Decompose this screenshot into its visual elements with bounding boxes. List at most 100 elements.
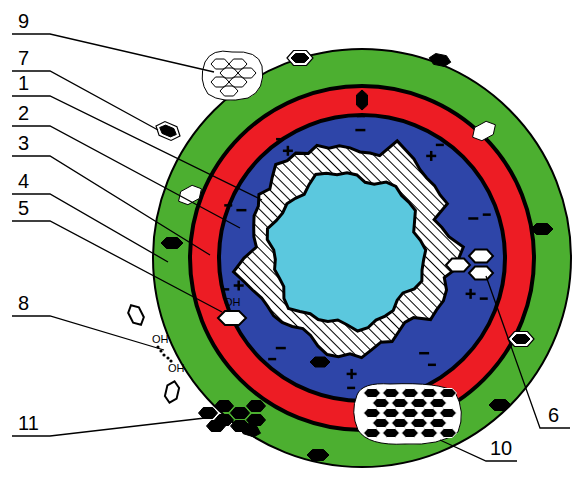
black-hexagon <box>383 429 400 438</box>
callout-number: 10 <box>490 438 512 458</box>
black-hexagon <box>421 409 438 418</box>
charge-mark <box>419 352 429 355</box>
middle-layer <box>190 86 534 430</box>
black-hexagon <box>402 429 419 438</box>
black-hexagon <box>364 389 381 398</box>
hexagon-frame <box>508 332 534 347</box>
black-hexagon <box>383 389 400 398</box>
black-hexagon <box>440 429 457 438</box>
hydroxyl-label: OH <box>224 297 241 308</box>
black-hexagon <box>357 90 368 110</box>
white-hexagon <box>218 311 246 325</box>
bond-dot <box>162 353 165 356</box>
white-hexagon <box>128 305 144 325</box>
hexagon-particles <box>128 51 553 461</box>
black-hexagon <box>215 401 234 412</box>
black-hexagon <box>430 419 447 428</box>
black-hexagon <box>421 429 438 438</box>
charge-mark <box>355 129 365 132</box>
black-hexagon <box>291 54 309 63</box>
charge-mark <box>221 288 229 291</box>
black-hexagon <box>207 421 226 432</box>
charge-mark <box>480 297 488 300</box>
white-hexagon <box>165 381 179 402</box>
callout-number: 8 <box>18 293 29 313</box>
charge-mark <box>237 281 240 291</box>
hatched-layer <box>234 141 464 358</box>
callout-number: 2 <box>18 103 29 123</box>
outer-layer <box>153 49 571 467</box>
black-hexagon <box>392 419 409 428</box>
charge-mark <box>276 347 286 350</box>
black-hexagon <box>373 399 390 408</box>
charge-mark <box>430 151 433 161</box>
charge-mark <box>276 138 284 141</box>
charge-mark <box>268 358 276 361</box>
callout-number: 7 <box>18 48 29 68</box>
callout-number: 11 <box>18 413 39 433</box>
black-hexagon <box>512 335 530 344</box>
charge-mark <box>483 213 491 216</box>
white-hexagon <box>473 121 496 140</box>
black-hexagon <box>247 415 266 426</box>
black-hexagon <box>373 419 390 428</box>
callout-number: 6 <box>548 405 559 425</box>
black-hexagon <box>430 399 447 408</box>
black-hexagon <box>307 450 329 461</box>
black-hexagon <box>160 125 177 137</box>
white-hexagon <box>469 250 493 263</box>
callout-number: 9 <box>18 11 29 31</box>
hexagon-outline <box>220 86 238 96</box>
callout-number: 3 <box>18 133 29 153</box>
black-hexagon <box>440 389 457 398</box>
black-hexagon <box>411 419 428 428</box>
black-hexagon <box>161 238 183 249</box>
black-hexagon <box>364 429 381 438</box>
black-hexagon <box>247 401 266 412</box>
callout-number: 4 <box>18 171 29 191</box>
black-hexagon <box>364 409 381 418</box>
black-hexagon <box>231 421 250 432</box>
white-hexagon <box>469 267 493 280</box>
callout-number: 1 <box>18 73 29 93</box>
leader-lines <box>12 34 570 461</box>
black-hexagon <box>310 357 330 367</box>
white-hexagon <box>446 259 470 272</box>
hydroxyl-label: OH <box>168 363 185 374</box>
hexagon-frame <box>287 51 313 66</box>
black-hexagon <box>231 408 250 419</box>
callout-number: 5 <box>18 198 29 218</box>
black-hexagon <box>411 399 428 408</box>
charge-mark <box>224 204 232 207</box>
charge-mark <box>469 289 472 299</box>
charge-mark <box>236 209 246 212</box>
charge-mark <box>357 115 365 118</box>
black-hexagon <box>489 400 511 411</box>
black-hexagon <box>421 389 438 398</box>
black-hexagon <box>383 409 400 418</box>
charge-mark <box>287 146 290 156</box>
black-hexagon <box>402 389 419 398</box>
black-hexagon <box>531 224 553 235</box>
charge-mark <box>350 369 353 379</box>
cluster-patch <box>354 384 462 445</box>
cluster-patch <box>202 51 263 100</box>
charge-mark <box>468 217 478 220</box>
charge-mark <box>428 364 436 367</box>
black-hexagon <box>392 399 409 408</box>
charge-marks <box>221 116 491 388</box>
charge-mark <box>436 144 444 147</box>
core-group <box>234 141 464 358</box>
hydroxyl-label: OH <box>152 334 169 345</box>
black-hexagon <box>440 409 457 418</box>
black-hexagon <box>402 409 419 418</box>
core-cavity <box>267 173 425 331</box>
hexagon-frame <box>156 122 180 141</box>
inner-layer <box>219 115 505 401</box>
bond-dot <box>166 356 169 359</box>
black-hexagon <box>199 408 218 419</box>
charge-mark <box>347 387 355 390</box>
black-hexagon <box>429 54 451 67</box>
